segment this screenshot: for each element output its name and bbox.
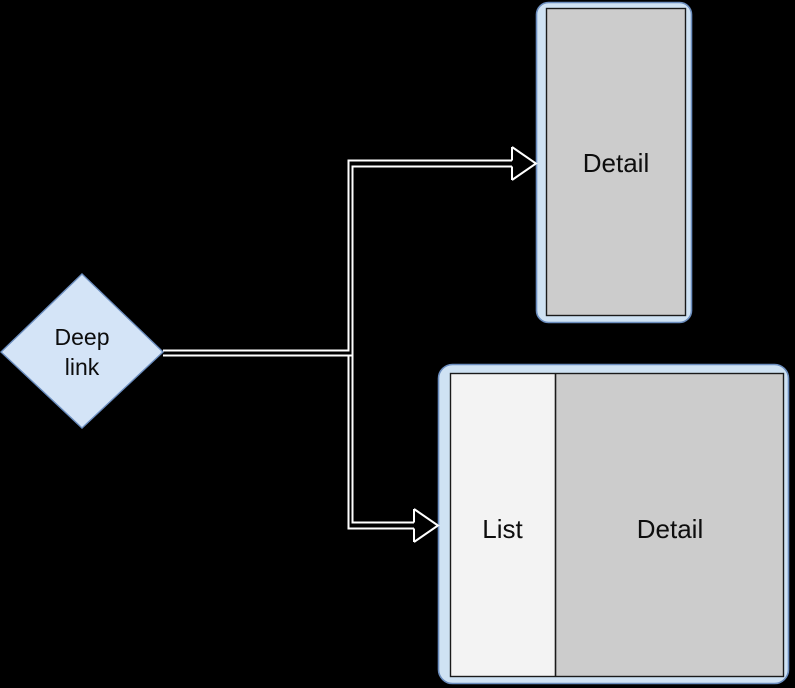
edge-tablet-arrowhead-icon <box>413 508 440 543</box>
edge-tablet-outline-right <box>351 355 414 524</box>
node-deep-link[interactable] <box>0 273 165 429</box>
edge-deeplink-to-tablet[interactable] <box>347 355 440 543</box>
tablet-screen-outline <box>449 372 785 678</box>
tablet-list-pane <box>450 373 556 677</box>
phone-screen-detail-pane <box>545 7 687 317</box>
edge-tablet-outline-left <box>347 355 414 530</box>
edge-deeplink-to-phone[interactable] <box>163 146 538 357</box>
node-tablet-list-detail[interactable] <box>437 363 790 685</box>
edge-phone-outline-lower <box>163 165 512 357</box>
deep-link-diamond-shape <box>0 273 165 429</box>
node-phone-detail[interactable] <box>535 1 693 324</box>
edge-phone-arrowhead-icon <box>511 146 538 181</box>
edge-phone-outline-upper <box>163 159 512 352</box>
tablet-detail-pane <box>555 373 784 677</box>
